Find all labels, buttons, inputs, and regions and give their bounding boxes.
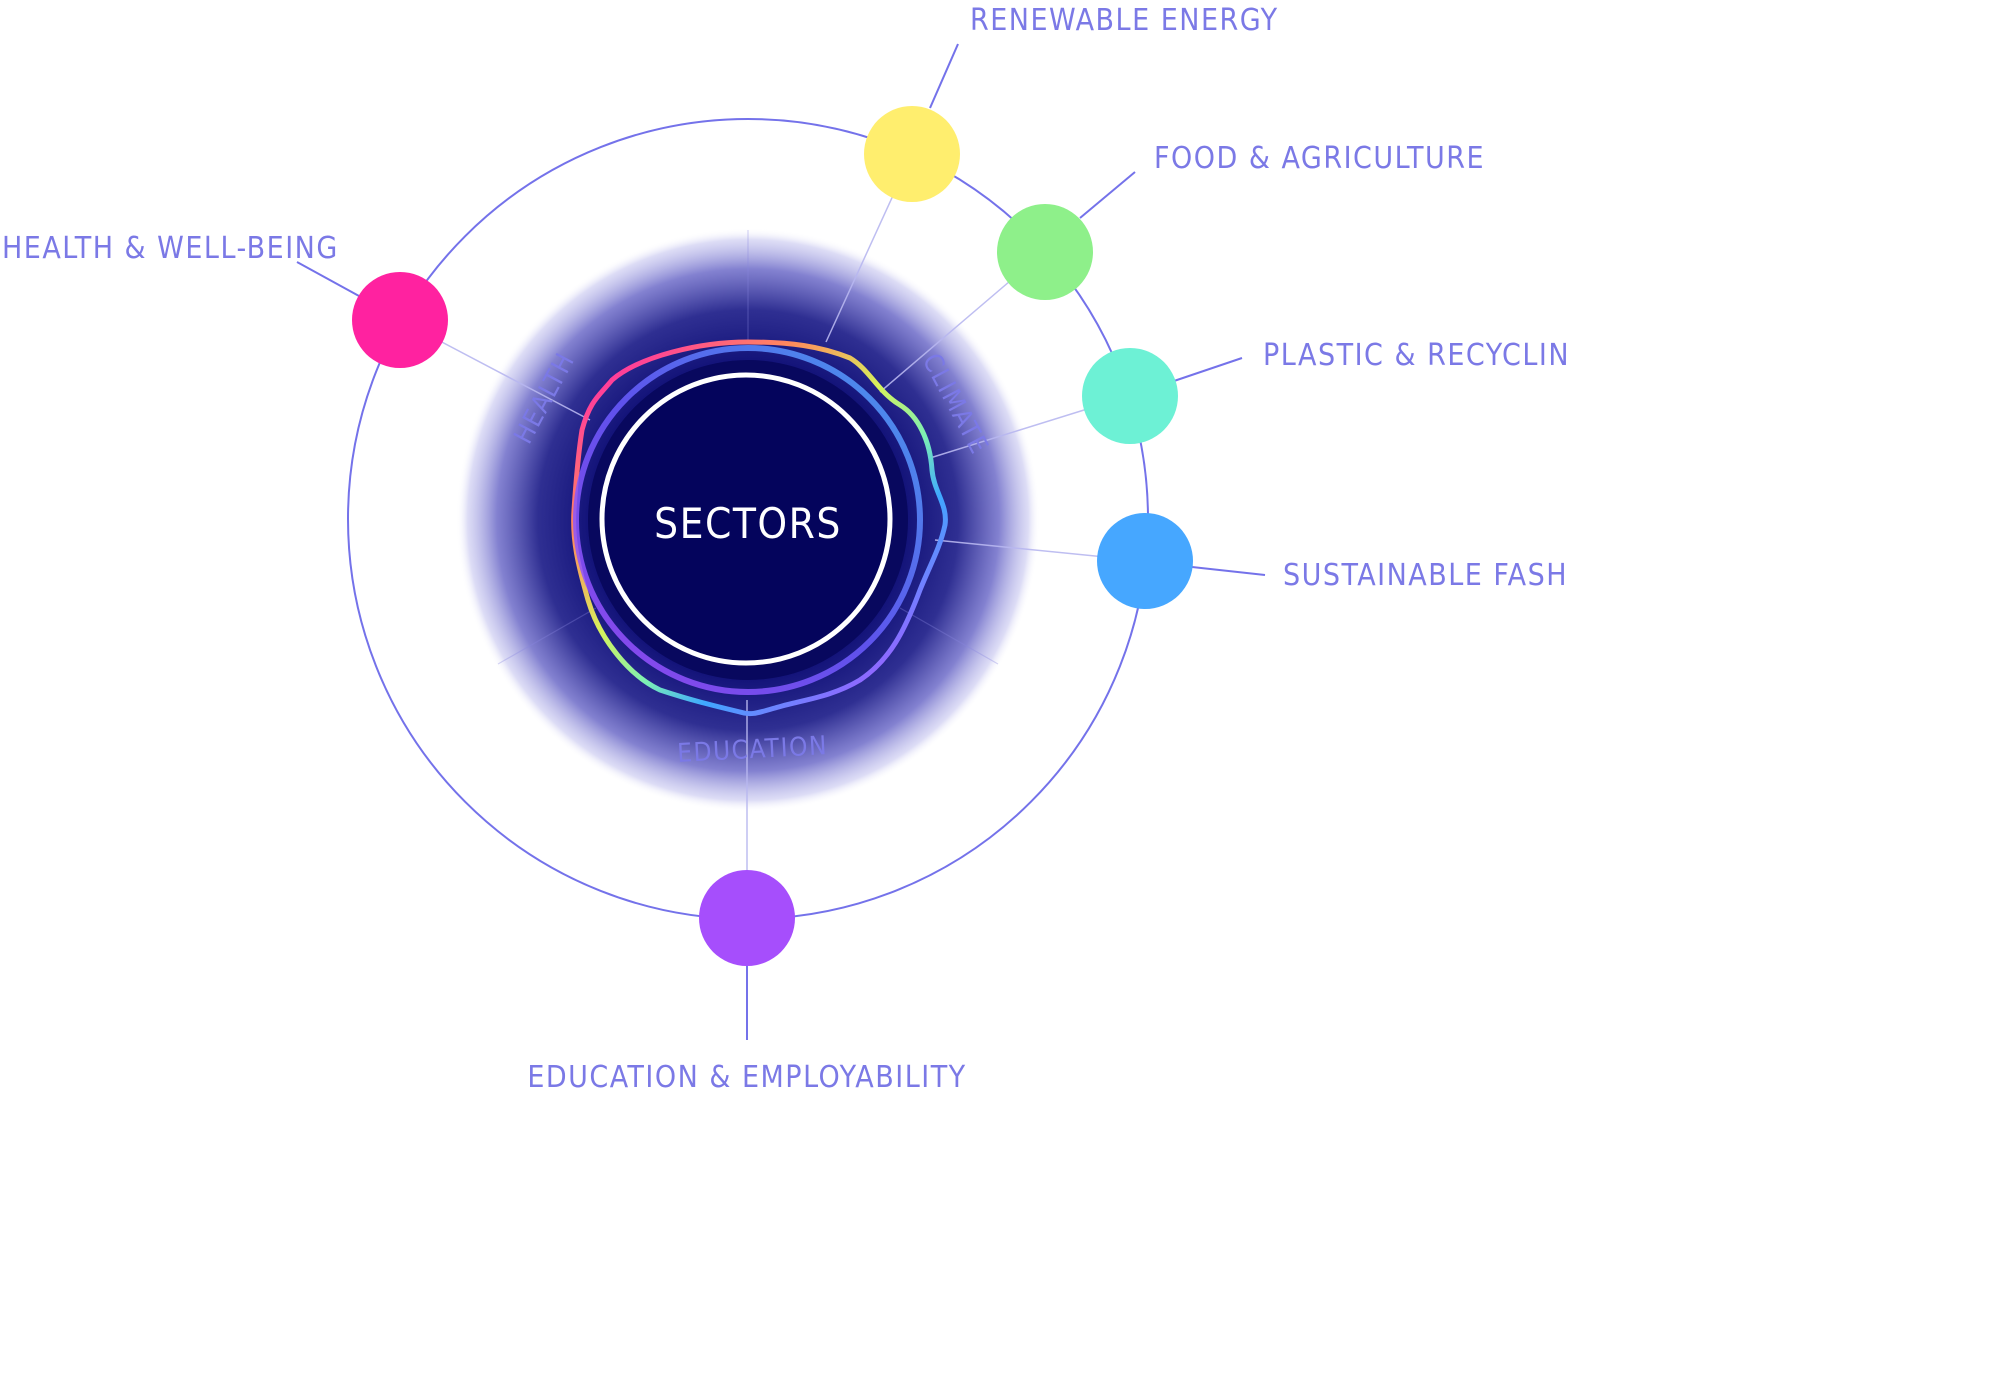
sectors-diagram: SECTORS HEALTH CLIMATE EDUCATION RENEWAB…: [2, 3, 1568, 1095]
node-education-employability[interactable]: [699, 870, 795, 966]
label-health-wellbeing[interactable]: HEALTH & WELL-BEING: [2, 231, 339, 266]
node-sustainable-fashion[interactable]: [1097, 513, 1193, 609]
label-food-agriculture[interactable]: FOOD & AGRICULTURE: [1154, 141, 1485, 176]
node-plastic-recycling[interactable]: [1082, 348, 1178, 444]
label-education-employability[interactable]: EDUCATION & EMPLOYABILITY: [527, 1060, 966, 1095]
label-sustainable-fashion[interactable]: SUSTAINABLE FASHION: [1283, 558, 1568, 593]
label-renewable-energy[interactable]: RENEWABLE ENERGY: [970, 3, 1279, 38]
leader-lines: [296, 43, 1266, 1040]
node-renewable-energy[interactable]: [864, 106, 960, 202]
halo-dividers: [497, 230, 999, 665]
core-label: SECTORS: [654, 499, 842, 548]
ring-inner: [573, 345, 923, 695]
node-food-agriculture[interactable]: [997, 204, 1093, 300]
wavy-ring: [571, 339, 948, 717]
label-plastic-recycling[interactable]: PLASTIC & RECYCLING: [1263, 338, 1568, 373]
core-outline: [599, 372, 893, 666]
node-health-wellbeing[interactable]: [352, 272, 448, 368]
